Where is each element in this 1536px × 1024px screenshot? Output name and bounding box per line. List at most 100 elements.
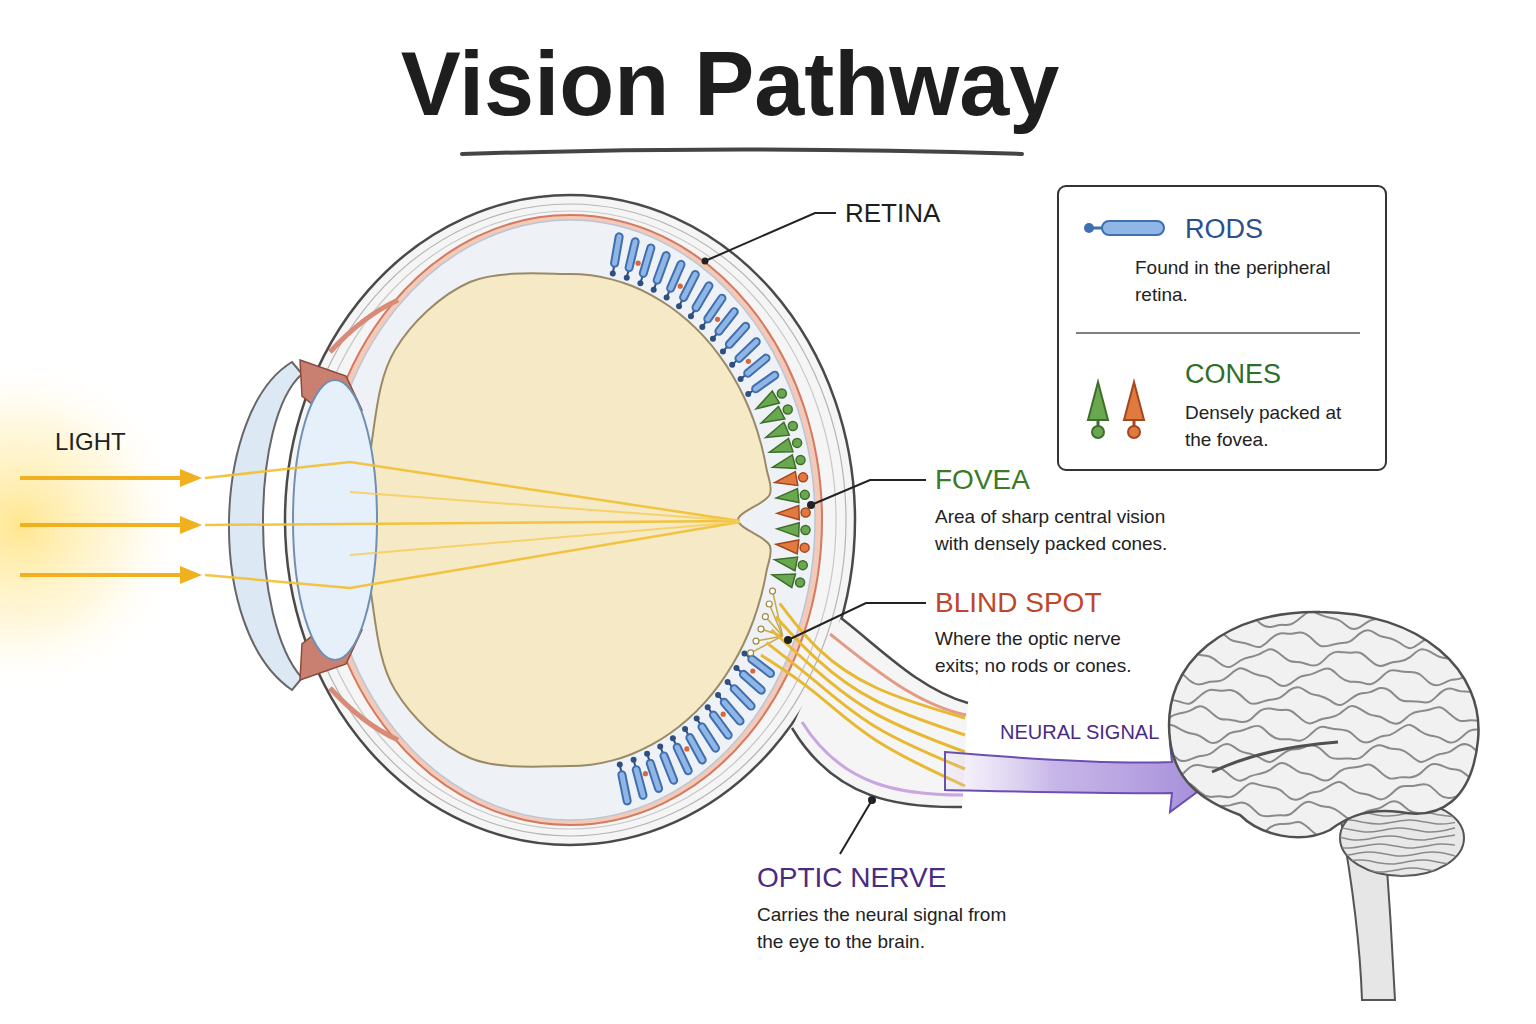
rod-body: [657, 256, 666, 281]
cone-icon: [1124, 382, 1144, 420]
legend-box: [1058, 186, 1386, 470]
part-label: FOVEA: [935, 463, 1030, 497]
part-description: Area of sharp central vision with densel…: [935, 504, 1190, 557]
rod-knob: [738, 376, 744, 382]
rod-body: [729, 326, 745, 344]
signal-label: NEURAL SIGNAL: [1000, 720, 1159, 744]
rod-cell: [643, 751, 659, 789]
cerebellum-fold: [1335, 827, 1455, 832]
brain-fold: [1150, 763, 1490, 781]
leader-dot: [702, 258, 709, 265]
rod-knob: [651, 287, 657, 293]
rod-body: [734, 689, 751, 706]
cone-cell: [774, 557, 807, 571]
cone-cell: [776, 540, 809, 554]
cone-body: [777, 523, 799, 537]
cone-cell: [766, 422, 798, 438]
rod-body: [696, 286, 709, 308]
rod-body: [643, 248, 651, 273]
part-label: OPTIC NERVE: [757, 861, 946, 895]
rod-knob: [745, 391, 751, 397]
rod-body: [729, 326, 745, 344]
cerebellum-fold: [1335, 875, 1455, 880]
leader-line: [811, 480, 926, 505]
cone-cell: [772, 574, 804, 588]
cone-base: [800, 490, 809, 499]
rod-body: [629, 242, 635, 268]
cone-dot: [684, 746, 689, 751]
rod-body: [696, 286, 709, 308]
rod-cell: [617, 762, 627, 801]
cone-base: [800, 543, 809, 552]
rod-icon: [1102, 221, 1164, 235]
cone-cell: [756, 389, 786, 409]
rod-knob: [699, 324, 705, 330]
rod-body: [622, 775, 627, 801]
rod-body: [664, 756, 674, 780]
cone-base: [801, 526, 810, 535]
cone-dot: [643, 771, 648, 776]
ganglion-cells: [748, 588, 783, 656]
nerve-fiber: [761, 655, 965, 786]
ganglion-cell: [748, 650, 754, 656]
retina-layer: [325, 220, 815, 820]
rod-knob: [725, 679, 731, 685]
cone-dot: [715, 317, 720, 322]
rod-body: [708, 298, 722, 319]
arrow-head: [180, 566, 202, 584]
brain-fold: [1150, 630, 1490, 648]
rod-body: [690, 738, 702, 760]
cone-cell: [775, 472, 808, 486]
rod-knob: [644, 751, 650, 757]
rod-knob: [682, 726, 688, 732]
rod-knob: [705, 704, 711, 710]
rod-body: [748, 358, 766, 373]
rod-body: [724, 702, 740, 721]
brain-fold: [1150, 780, 1490, 800]
legend-label: CONES: [1185, 358, 1281, 390]
cone-base: [793, 438, 802, 447]
rod-body: [636, 770, 643, 796]
rod-body: [684, 274, 696, 297]
rod-body: [629, 242, 635, 268]
rod-knob: [637, 280, 643, 286]
cerebellum-fold: [1335, 820, 1455, 824]
brain-fold: [1150, 706, 1490, 724]
rod-body: [622, 775, 627, 801]
cone-dot: [678, 284, 683, 289]
light-arrow: [20, 476, 182, 480]
cerebellum-fold: [1335, 844, 1455, 848]
ganglion-cell: [758, 626, 764, 632]
rod-cell: [657, 743, 673, 780]
cerebellum-fold: [1335, 860, 1455, 865]
rod-body: [615, 237, 620, 263]
diagram-title: Vision Pathway: [330, 30, 1130, 138]
rod-body: [664, 756, 674, 780]
rod-body: [739, 342, 756, 359]
ciliary-body: [330, 300, 398, 352]
rod-knob: [670, 735, 676, 741]
legend-label: RODS: [1185, 213, 1263, 245]
rod-body: [713, 715, 728, 735]
cone-body: [776, 489, 799, 503]
rod-body: [739, 342, 756, 359]
cone-dot: [721, 712, 726, 717]
light-ray: [350, 492, 740, 521]
cone-body: [774, 557, 797, 571]
rod-body: [690, 738, 702, 760]
cone-base: [796, 578, 805, 587]
rod-knob: [657, 743, 663, 749]
brain-fold: [1150, 611, 1490, 629]
rod-cell: [637, 248, 650, 286]
light-ray: [350, 522, 740, 555]
rod-knob: [610, 271, 616, 277]
arrow-head: [180, 469, 202, 487]
leader-line: [840, 800, 872, 854]
cone-body: [756, 391, 779, 409]
rod-knob: [688, 313, 694, 319]
choroid: [318, 215, 822, 825]
cone-body: [776, 540, 799, 554]
rod-cell: [738, 358, 766, 382]
rod-body: [702, 727, 716, 748]
